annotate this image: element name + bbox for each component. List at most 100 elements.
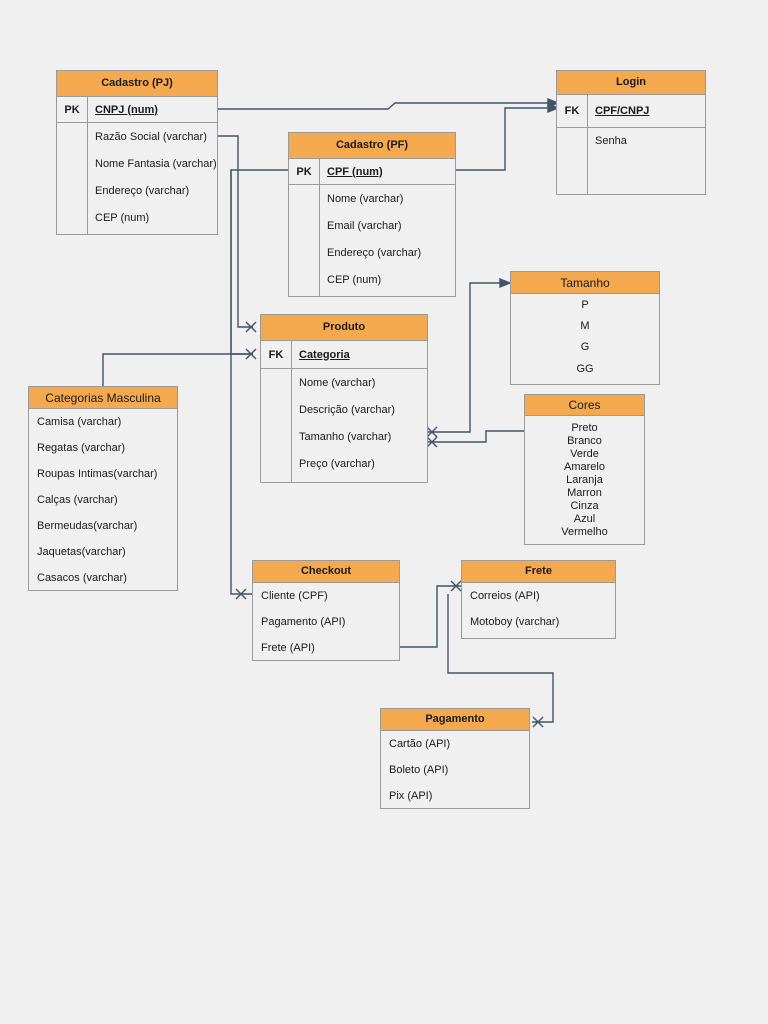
field-name: Frete (API) — [261, 642, 315, 654]
entity-title-cores: Cores — [525, 395, 644, 416]
field-row[interactable]: Pagamento (API) — [253, 609, 399, 635]
field-row[interactable]: Preço (varchar) — [261, 450, 427, 477]
field-row[interactable]: Email (varchar) — [289, 212, 455, 239]
field-row[interactable]: Razão Social (varchar) — [57, 123, 217, 150]
field-row[interactable]: Branco — [525, 434, 644, 447]
field-row[interactable]: Roupas Intimas(varchar) — [29, 461, 177, 487]
field-row[interactable]: Nome (varchar) — [261, 369, 427, 396]
marker-produto-right-b — [426, 436, 438, 448]
field-name: Regatas (varchar) — [37, 442, 126, 454]
field-row[interactable]: G — [511, 336, 659, 357]
field-row[interactable]: Correios (API) — [462, 583, 615, 609]
field-row[interactable]: Casacos (varchar) — [29, 565, 177, 591]
arrow-tamanho — [499, 277, 512, 289]
field-row[interactable]: CEP (num) — [289, 266, 455, 293]
field-row[interactable]: Cinza — [525, 499, 644, 512]
field-row[interactable]: Motoboy (varchar) — [462, 609, 615, 635]
entity-body-tamanho: P M G GG — [511, 294, 659, 384]
key-field-name: CPF/CNPJ — [595, 105, 650, 117]
key-column-divider — [57, 97, 88, 235]
field-name: CEP (num) — [327, 273, 382, 286]
field-name: Camisa (varchar) — [37, 416, 122, 428]
field-row[interactable]: Endereço (varchar) — [57, 177, 217, 204]
field-row[interactable]: Cliente (CPF) — [253, 583, 399, 609]
field-row[interactable]: Descrição (varchar) — [261, 396, 427, 423]
field-name: CEP (num) — [95, 211, 150, 224]
entity-body-pagamento: Cartão (API) Boleto (API) Pix (API) — [381, 731, 529, 808]
entity-frete[interactable]: Frete Correios (API) Motoboy (varchar) — [461, 560, 616, 639]
field-row-key[interactable]: FK CPF/CNPJ — [557, 95, 705, 128]
entity-body-checkout: Cliente (CPF) Pagamento (API) Frete (API… — [253, 583, 399, 660]
field-row[interactable]: Nome Fantasia (varchar) — [57, 150, 217, 177]
field-row[interactable]: P — [511, 294, 659, 315]
field-row[interactable]: Jaquetas(varchar) — [29, 539, 177, 565]
key-label: PK — [296, 165, 312, 178]
key-label: PK — [64, 103, 80, 116]
entity-title-pagamento: Pagamento — [381, 709, 529, 731]
field-name: Preto — [571, 421, 598, 434]
field-row-key[interactable]: PK CPF (num) — [289, 159, 455, 185]
entity-tamanho[interactable]: Tamanho P M G GG — [510, 271, 660, 385]
field-name: P — [581, 298, 589, 311]
field-row[interactable]: Tamanho (varchar) — [261, 423, 427, 450]
field-row[interactable]: Vermelho — [525, 525, 644, 538]
marker-produto-fk — [245, 348, 257, 360]
field-name: Nome Fantasia (varchar) — [95, 157, 217, 170]
field-row[interactable]: Pix (API) — [381, 783, 529, 809]
field-row[interactable]: Verde — [525, 447, 644, 460]
field-name: Preço (varchar) — [299, 457, 375, 470]
link-categorias-produto — [102, 353, 253, 386]
field-row[interactable]: Boleto (API) — [381, 757, 529, 783]
entity-cadastro-pj[interactable]: Cadastro (PJ) PK CNPJ (num) Razão Social… — [56, 70, 218, 235]
marker-produto-title — [245, 321, 257, 333]
field-row[interactable]: Endereço (varchar) — [289, 239, 455, 266]
entity-produto[interactable]: Produto FK Categoria Nome (varchar) Desc… — [260, 314, 428, 483]
entity-title-cadastro-pj: Cadastro (PJ) — [57, 71, 217, 97]
link-pf-login — [456, 107, 556, 171]
field-name: G — [580, 340, 590, 353]
field-row[interactable]: Preto — [525, 421, 644, 434]
field-name: Endereço (varchar) — [327, 246, 422, 259]
entity-title-frete: Frete — [462, 561, 615, 583]
field-name: Endereço (varchar) — [95, 184, 190, 197]
link-checkout-frete — [400, 585, 461, 648]
link-produto-tamanho — [428, 282, 508, 433]
field-row[interactable]: Camisa (varchar) — [29, 409, 177, 435]
field-name: Cinza — [570, 499, 599, 512]
entity-checkout[interactable]: Checkout Cliente (CPF) Pagamento (API) F… — [252, 560, 400, 661]
field-row[interactable]: Calças (varchar) — [29, 487, 177, 513]
field-row[interactable]: GG — [511, 357, 659, 381]
field-row[interactable]: Amarelo — [525, 460, 644, 473]
field-name: Branco — [567, 434, 602, 447]
field-row[interactable]: Frete (API) — [253, 635, 399, 661]
entity-title-produto: Produto — [261, 315, 427, 341]
entity-login[interactable]: Login FK CPF/CNPJ Senha — [556, 70, 706, 195]
field-row[interactable]: CEP (num) — [57, 204, 217, 231]
field-row[interactable]: Marron — [525, 486, 644, 499]
entity-cores[interactable]: Cores Preto Branco Verde Amarelo Laranja… — [524, 394, 645, 545]
field-row[interactable]: Azul — [525, 512, 644, 525]
field-name: Calças (varchar) — [37, 494, 118, 506]
field-row-key[interactable]: FK Categoria — [261, 341, 427, 369]
field-row[interactable]: M — [511, 315, 659, 336]
field-row[interactable]: Bermeudas(varchar) — [29, 513, 177, 539]
field-row-key[interactable]: PK CNPJ (num) — [57, 97, 217, 123]
entity-body-login: FK CPF/CNPJ Senha — [557, 95, 705, 194]
entity-cadastro-pf[interactable]: Cadastro (PF) PK CPF (num) Nome (varchar… — [288, 132, 456, 297]
field-row[interactable]: Laranja — [525, 473, 644, 486]
field-row[interactable]: Regatas (varchar) — [29, 435, 177, 461]
field-name: Email (varchar) — [327, 219, 402, 232]
field-row[interactable]: Cartão (API) — [381, 731, 529, 757]
entity-pagamento[interactable]: Pagamento Cartão (API) Boleto (API) Pix … — [380, 708, 530, 809]
field-row[interactable]: Senha — [557, 128, 705, 156]
entity-body-categorias-masculina: Camisa (varchar) Regatas (varchar) Roupa… — [29, 409, 177, 590]
entity-categorias-masculina[interactable]: Categorias Masculina Camisa (varchar) Re… — [28, 386, 178, 591]
field-row[interactable]: Nome (varchar) — [289, 185, 455, 212]
link-produto-cores — [428, 430, 534, 448]
entity-body-frete: Correios (API) Motoboy (varchar) — [462, 583, 615, 638]
entity-body-cores: Preto Branco Verde Amarelo Laranja Marro… — [525, 416, 644, 544]
entity-body-cadastro-pf: PK CPF (num) Nome (varchar) Email (varch… — [289, 159, 455, 297]
field-name: Cliente (CPF) — [261, 590, 328, 602]
field-name: Pagamento (API) — [261, 616, 346, 628]
